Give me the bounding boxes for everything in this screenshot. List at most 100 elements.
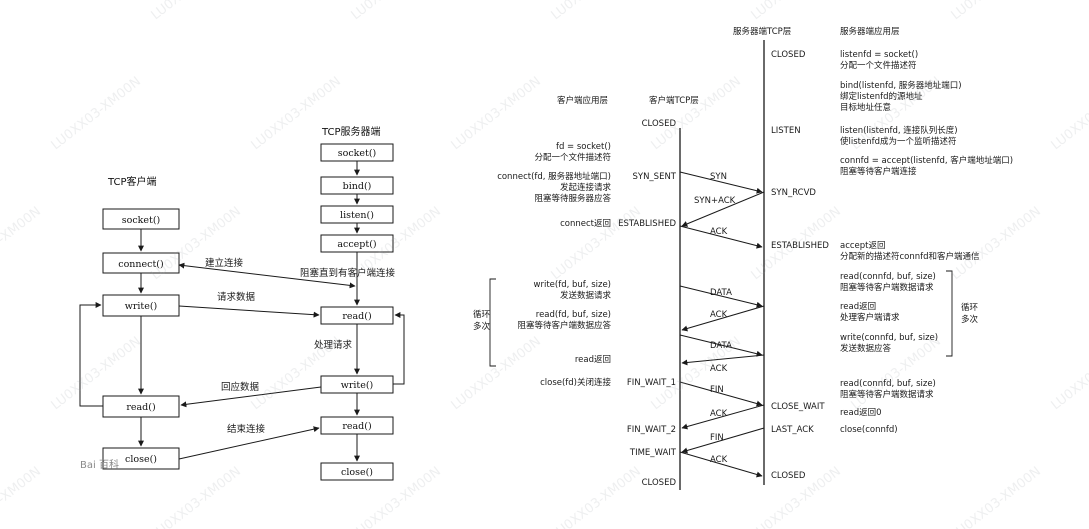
server-note-process: 处理客户端请求	[840, 312, 900, 323]
client-note-read: read(fd, buf, size)	[536, 310, 611, 320]
watermark-text: LU0XX03-XM00N	[149, 464, 244, 529]
watermark-text: LU0XX03-XM00N	[1049, 334, 1089, 413]
client-state-fin-wait-2: FIN_WAIT_2	[627, 425, 676, 435]
server-loop-bracket	[946, 270, 953, 357]
client-note-close: close(fd)关闭连接	[540, 377, 611, 388]
right-diagram: 客户端应用层 客户端TCP层 服务器端TCP层 服务器端应用层 CLOSED S…	[473, 26, 1013, 490]
watermark-text: LU0XX03-XM00N	[249, 74, 344, 153]
client-loop-bracket	[489, 278, 496, 367]
client-state-established: ESTABLISHED	[618, 219, 676, 229]
label-end: 结束连接	[227, 423, 266, 435]
server-note-accept-desc: 阻塞等待客户端连接	[840, 166, 917, 177]
label-process: 处理请求	[314, 339, 353, 351]
server-note-listen-desc: 使listenfd成为一个监听描述符	[840, 136, 957, 147]
client-note-write-desc: 发送数据请求	[560, 290, 612, 301]
client-note-socket-desc: 分配一个文件描述符	[534, 152, 611, 163]
left-diagram: TCP客户端 TCP服务器端 socket() connect() write(…	[79, 125, 405, 481]
server-note-socket: listenfd = socket()	[840, 50, 918, 60]
server-box-bind-label: bind()	[343, 181, 372, 192]
server-note-write-desc: 发送数据应答	[840, 343, 892, 354]
server-note-read-desc: 阻塞等待客户端数据请求	[840, 282, 934, 293]
server-box-close-label: close()	[341, 467, 373, 478]
header-server-app: 服务器端应用层	[840, 26, 900, 37]
server-note-read-2-desc: 阻塞等待客户端数据请求	[840, 389, 934, 400]
server-state-last-ack: LAST_ACK	[771, 425, 814, 435]
server-note-bind: bind(listenfd, 服务器地址端口)	[840, 80, 962, 91]
label-block: 阻塞直到有客户端连接	[300, 267, 396, 279]
server-state-closed-end: CLOSED	[771, 471, 806, 481]
client-note-read-return: read返回	[575, 354, 611, 365]
msg-data-1: DATA	[710, 288, 732, 298]
label-response: 回应数据	[221, 381, 260, 393]
client-state-syn-sent: SYN_SENT	[632, 172, 676, 182]
client-box-close-label: close()	[125, 454, 157, 465]
client-note-connect-desc-2: 阻塞等待服务器应答	[534, 193, 611, 204]
server-box-read-1-label: read()	[342, 311, 371, 322]
msg-data-2: DATA	[710, 341, 732, 351]
msg-ack-2: ACK	[710, 310, 728, 320]
server-state-syn-rcvd: SYN_RCVD	[771, 188, 816, 198]
baike-logo: Bai 百科	[80, 458, 119, 471]
client-box-write-label: write()	[125, 301, 158, 312]
server-state-closed-start: CLOSED	[771, 50, 806, 60]
header-server-tcp: 服务器端TCP层	[733, 26, 791, 37]
watermark-text: LU0XX03-XM00N	[949, 464, 1044, 529]
client-loop-label-1: 循环	[473, 309, 491, 320]
server-box-bind: bind()	[320, 176, 394, 195]
server-box-socket: socket()	[320, 143, 394, 162]
server-note-read-return: read返回	[840, 301, 876, 312]
msg-fin-1: FIN	[710, 385, 724, 395]
client-note-socket: fd = socket()	[556, 142, 611, 152]
watermark-text: LU0XX03-XM00N	[749, 204, 844, 283]
server-box-listen-label: listen()	[340, 210, 374, 221]
server-note-bind-desc-1: 绑定listenfd的源地址	[840, 91, 923, 102]
msg-ack-4: ACK	[710, 409, 728, 419]
watermark-text: LU0XX03-XM00N	[349, 0, 444, 23]
server-note-write: write(connfd, buf, size)	[840, 333, 938, 343]
server-state-established: ESTABLISHED	[771, 241, 829, 251]
msg-ack-5: ACK	[710, 455, 728, 465]
label-connect: 建立连接	[205, 257, 244, 269]
server-note-accept: connfd = accept(listenfd, 客户端地址端口)	[840, 155, 1013, 166]
server-loop-label-2: 多次	[961, 314, 979, 325]
server-box-accept-label: accept()	[337, 239, 376, 250]
server-box-socket-label: socket()	[338, 148, 377, 159]
watermark-text: LU0XX03-XM00N	[549, 0, 644, 23]
server-loop-label-1: 循环	[961, 302, 979, 313]
watermark-text: LU0XX03-XM00N	[0, 464, 44, 529]
server-note-read-2: read(connfd, buf, size)	[840, 379, 936, 389]
client-state-time-wait: TIME_WAIT	[629, 448, 677, 458]
client-note-connect: connect(fd, 服务器地址端口)	[497, 171, 611, 182]
client-note-connect-return: connect返回	[560, 218, 611, 229]
server-note-read: read(connfd, buf, size)	[840, 272, 936, 282]
server-box-read-2: read()	[320, 416, 394, 435]
server-box-read-2-label: read()	[342, 421, 371, 432]
watermark-text: LU0XX03-XM00N	[49, 74, 144, 153]
watermark-text: LU0XX03-XM00N	[949, 204, 1044, 283]
watermark-text: LU0XX03-XM00N	[949, 0, 1044, 23]
client-box-socket: socket()	[102, 208, 180, 230]
msg-ack-1: ACK	[710, 227, 728, 237]
watermark-text: LU0XX03-XM00N	[549, 204, 644, 283]
watermark-text: LU0XX03-XM00N	[249, 334, 344, 413]
server-note-accept-return: accept返回	[840, 240, 886, 251]
server-box-write-label: write()	[341, 380, 374, 391]
watermark-text: LU0XX03-XM00N	[649, 74, 744, 153]
server-state-close-wait: CLOSE_WAIT	[771, 402, 825, 412]
server-title: TCP服务器端	[321, 125, 381, 138]
client-note-connect-desc-1: 发起连接请求	[560, 182, 612, 193]
server-box-accept: accept()	[320, 234, 394, 253]
client-box-socket-label: socket()	[122, 215, 161, 226]
client-box-read-label: read()	[126, 402, 155, 413]
client-state-fin-wait-1: FIN_WAIT_1	[627, 378, 676, 388]
server-note-read-zero: read返回0	[840, 407, 882, 418]
watermark-text: LU0XX03-XM00N	[749, 0, 844, 23]
watermark-text: LU0XX03-XM00N	[0, 0, 44, 23]
watermark-text: LU0XX03-XM00N	[1049, 74, 1089, 153]
msg-ack-3: ACK	[710, 364, 728, 374]
client-box-read: read()	[102, 395, 180, 418]
server-note-accept-return-desc: 分配新的描述符connfd和客户端通信	[840, 251, 980, 262]
client-state-closed-start: CLOSED	[642, 119, 677, 129]
server-note-listen: listen(listenfd, 连接队列长度)	[840, 125, 958, 136]
